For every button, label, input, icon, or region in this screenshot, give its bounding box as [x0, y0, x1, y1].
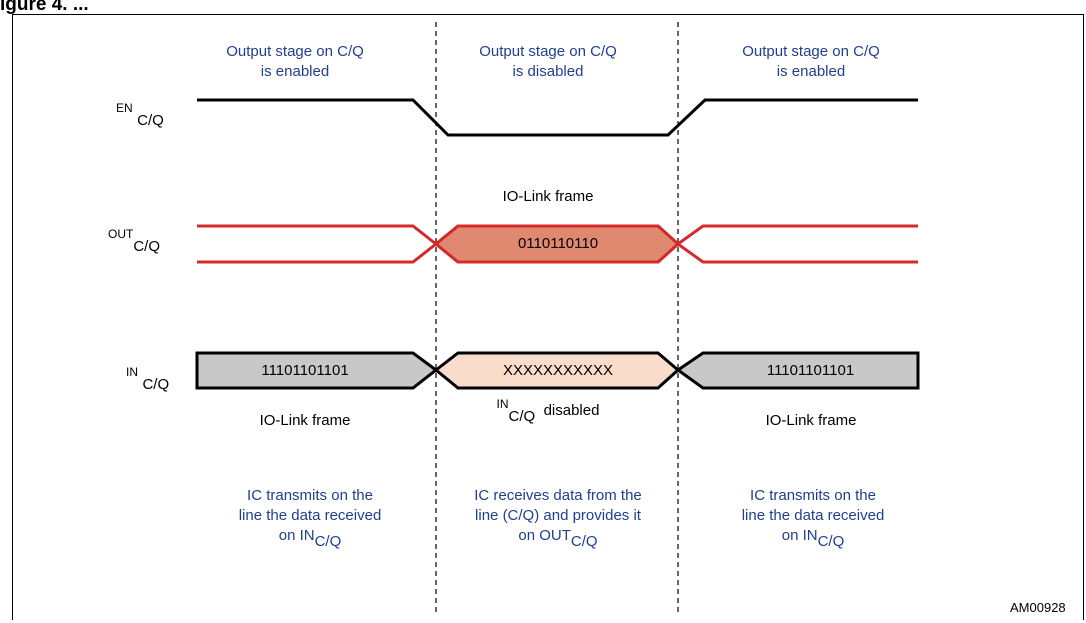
figure-caption: igure 4. ...: [0, 0, 89, 15]
in-disabled-label: INC/Q disabled: [496, 397, 600, 425]
note-middle: IC receives data from the line (C/Q) and…: [474, 487, 642, 550]
in-data-right: 11101101101: [766, 362, 855, 379]
out-frame-label: IO-Link frame: [502, 188, 594, 205]
figure-frame: [12, 14, 1084, 620]
signal-label-out: OUTC/Q: [108, 227, 161, 255]
in-data-middle: XXXXXXXXXXX: [502, 362, 614, 379]
out-data-value: 0110110110: [517, 235, 599, 252]
in-frame-label-left: IO-Link frame: [259, 412, 351, 429]
note-left: IC transmits on the line the data receiv…: [238, 487, 382, 550]
en-waveform: [197, 98, 918, 137]
out-waveform: [197, 224, 918, 264]
figure-id: AM00928: [1010, 600, 1066, 615]
in-right-block: [675, 351, 920, 390]
in-waveform: [195, 351, 920, 390]
in-data-left: 11101101101: [261, 362, 349, 379]
in-left-block: [195, 351, 439, 390]
note-right: IC transmits on the line the data receiv…: [741, 487, 885, 550]
in-frame-label-right: IO-Link frame: [765, 412, 857, 429]
signal-label-in: IN C/Q: [126, 365, 170, 393]
signal-label-en: EN C/Q: [116, 101, 164, 129]
out-frame-shape: [433, 224, 681, 264]
